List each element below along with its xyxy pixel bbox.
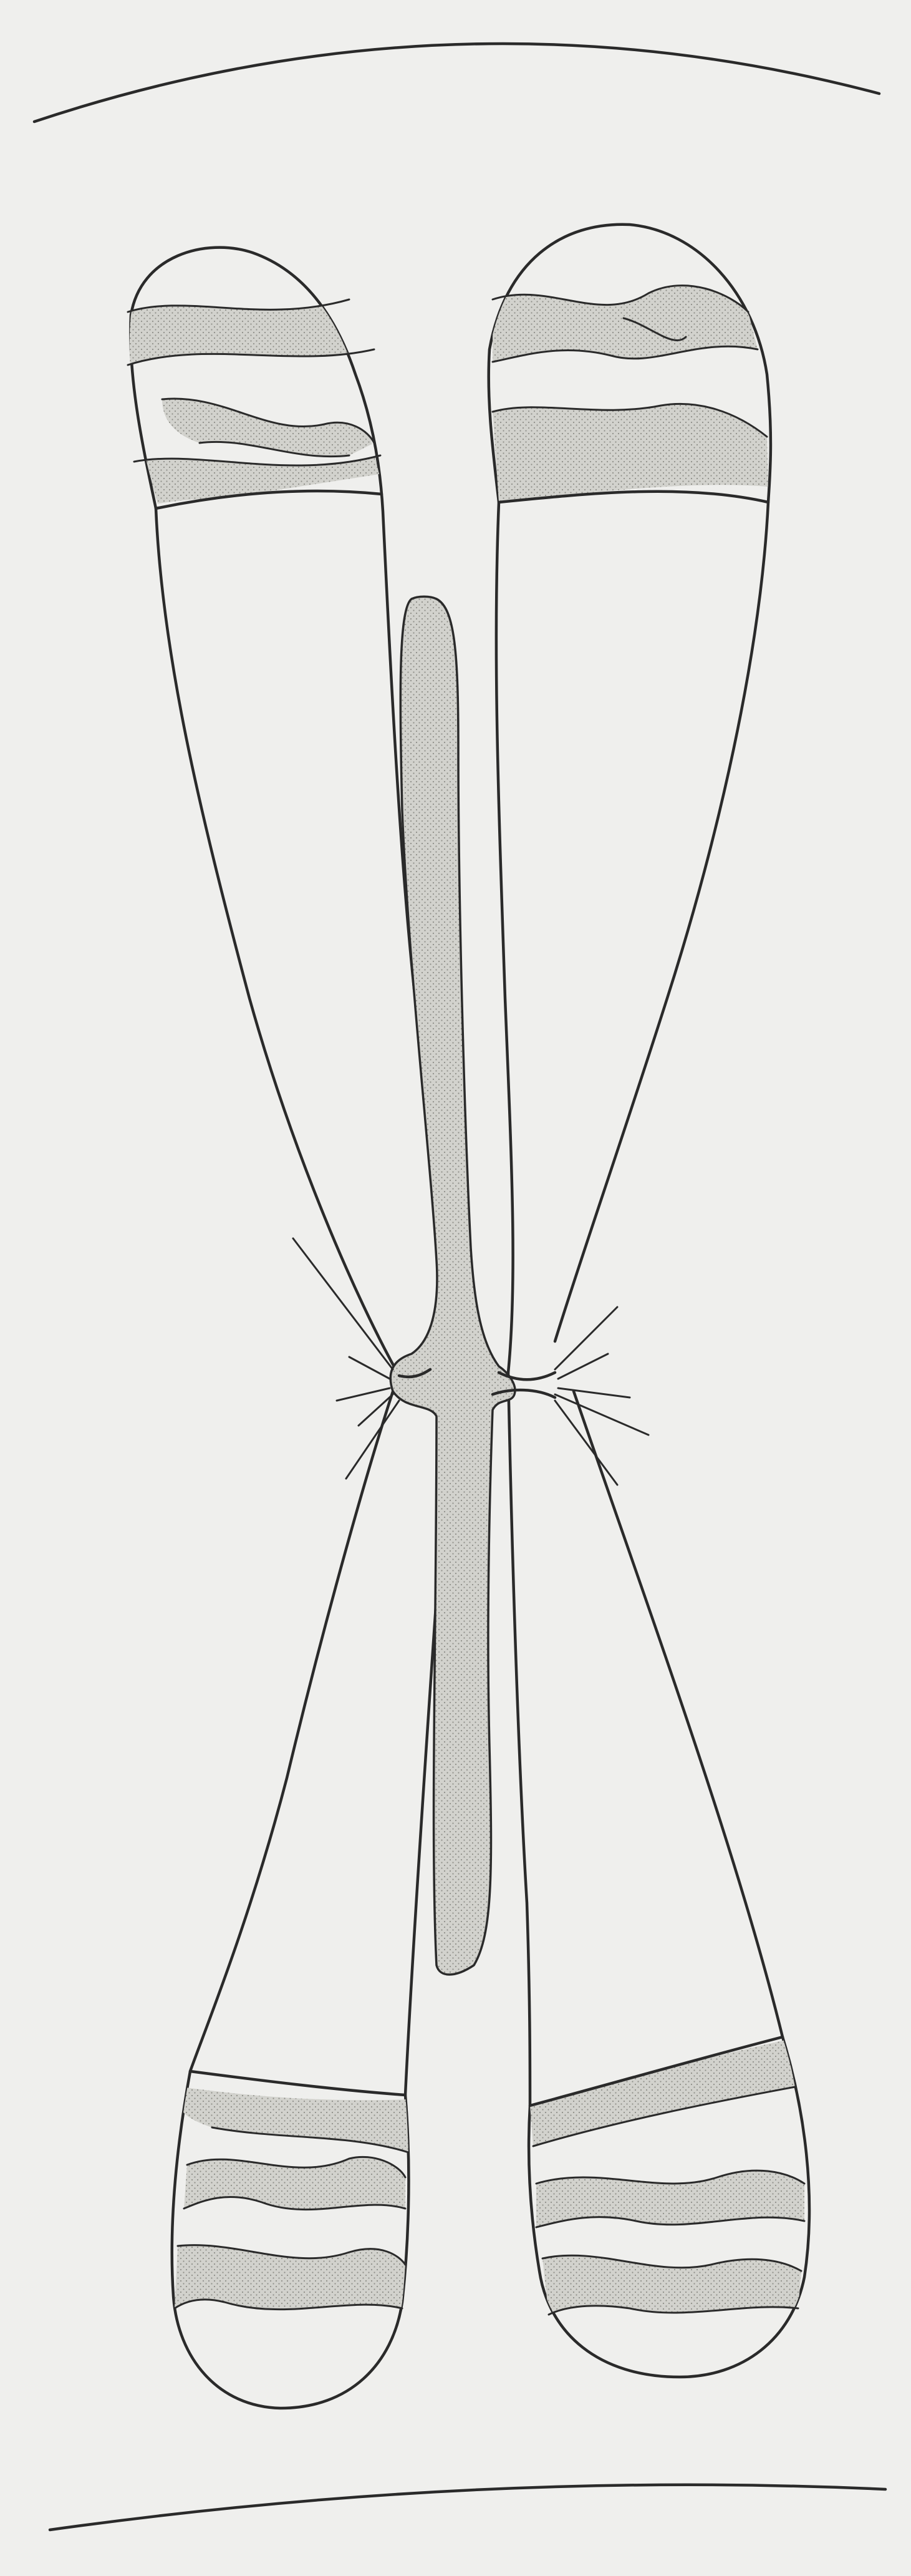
- upper-left-banded-cap: [125, 299, 382, 507]
- lower-left-band-edge: [190, 2071, 405, 2095]
- central-stippled-body: [390, 596, 515, 1975]
- lower-right-lobe: [508, 1373, 809, 2377]
- aster-ray: [337, 1388, 390, 1401]
- upper-right-lobe: [489, 225, 771, 1373]
- upper-boundary-arc: [34, 44, 879, 122]
- left-aster: [293, 1238, 399, 1479]
- aster-ray: [349, 1357, 390, 1379]
- aster-ray: [555, 1307, 617, 1369]
- lower-left-lobe: [172, 1373, 436, 2408]
- lower-right-lobe-outline: [508, 1373, 809, 2377]
- right-aster: [555, 1307, 648, 1485]
- aster-ray: [555, 1394, 648, 1435]
- aster-ray: [555, 1401, 617, 1485]
- upper-right-lobe-outline: [489, 225, 771, 1373]
- upper-left-lobe: [125, 248, 440, 1376]
- lower-left-banded-cap: [175, 2087, 408, 2310]
- lower-boundary-arc: [50, 2485, 885, 2530]
- aster-ray: [558, 1388, 630, 1397]
- upper-right-banded-cap: [493, 286, 768, 502]
